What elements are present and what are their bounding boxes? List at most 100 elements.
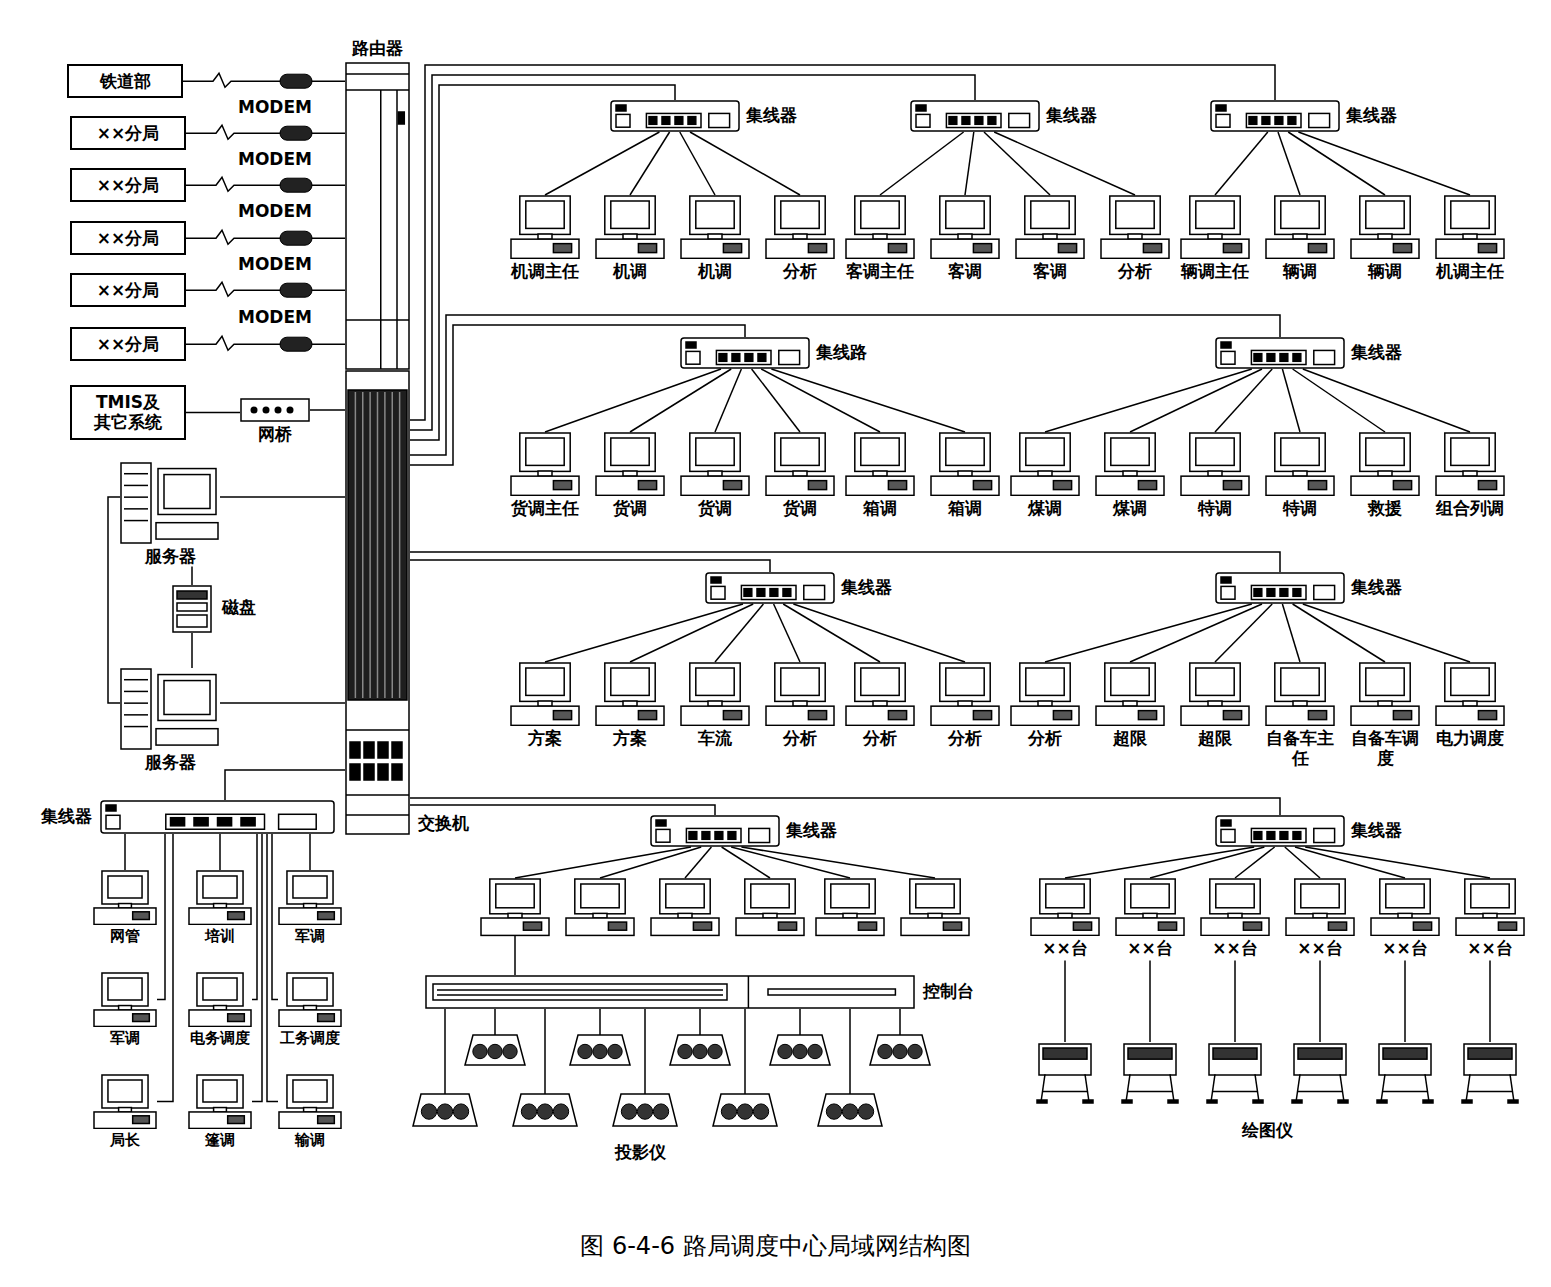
- drawing-part: [706, 573, 834, 603]
- hub-port-group: [716, 350, 771, 364]
- disk-cabinet: [173, 586, 211, 632]
- node-label: 客调: [930, 261, 1000, 281]
- device-label: MODEM: [238, 201, 312, 221]
- monitor-stand: [873, 234, 887, 239]
- computer-base: [94, 1010, 156, 1026]
- projector-lens: [721, 1104, 736, 1119]
- drawing-part: [1351, 196, 1419, 258]
- hub-port: [194, 818, 208, 826]
- pc-icon: [510, 195, 580, 259]
- drawing-part: [596, 196, 664, 258]
- keyboard: [156, 729, 218, 745]
- drive-slot: [693, 922, 711, 930]
- screen: [611, 201, 649, 228]
- bridge-port: [275, 407, 282, 414]
- node-label: 集线路: [816, 342, 867, 362]
- hub-port: [1262, 117, 1270, 125]
- drawing-part: [426, 976, 914, 1008]
- pc-icon: [1115, 878, 1185, 936]
- router-body: [346, 63, 409, 369]
- hub-body: [611, 101, 739, 131]
- pc-icon: [278, 972, 342, 1027]
- screen: [751, 884, 789, 908]
- switch-port: [350, 742, 360, 758]
- pc-node: 网管: [93, 870, 157, 945]
- pc-icon: [1015, 195, 1085, 259]
- icon-line: [1381, 1074, 1385, 1102]
- bridge-body: [241, 399, 309, 421]
- computer-base: [1286, 918, 1354, 935]
- screen: [1451, 668, 1489, 695]
- device-label: 绘图仪: [1242, 1120, 1293, 1140]
- monitor: [1190, 196, 1240, 234]
- hub-cable: [731, 847, 850, 878]
- monitor: [1380, 879, 1430, 914]
- drive-slot: [638, 711, 656, 720]
- drive-slot: [133, 1116, 150, 1124]
- bridge-port: [251, 407, 258, 414]
- monitor: [1190, 433, 1240, 471]
- hub-port: [702, 832, 710, 840]
- hub-port: [656, 829, 670, 842]
- computer-icon: [566, 879, 634, 935]
- drawing-part: [1456, 879, 1524, 935]
- pc-icon: [930, 432, 1000, 496]
- computer-base: [1436, 476, 1504, 495]
- drawing-part: [511, 663, 579, 725]
- computer-base: [481, 918, 549, 935]
- projector-lens: [553, 1104, 568, 1119]
- pc-node: 工务调度: [278, 972, 342, 1047]
- switch-body: [346, 371, 409, 834]
- drawing-part: [1216, 573, 1344, 603]
- drive-slot: [1223, 711, 1241, 720]
- projector-cable: [699, 1009, 701, 1035]
- node-label: 车流: [680, 728, 750, 748]
- hub-port: [770, 589, 778, 597]
- node-label: 集线器: [1351, 342, 1402, 362]
- disk-slot: [177, 615, 207, 627]
- hub-port: [1275, 117, 1283, 125]
- node-label: 货调主任: [510, 498, 580, 518]
- drive-slot: [523, 922, 541, 930]
- hub-port: [1309, 113, 1330, 127]
- drive-slot: [1243, 922, 1261, 930]
- drive-slot: [973, 244, 991, 253]
- projector-lens: [608, 1044, 622, 1058]
- projector-cable: [744, 1009, 746, 1094]
- icon-line: [124, 485, 148, 487]
- pc-icon: [1180, 432, 1250, 496]
- pc-icon: [1285, 878, 1355, 936]
- projector-lens: [908, 1044, 922, 1058]
- screen: [781, 438, 819, 465]
- network-cable: [1293, 604, 1385, 662]
- pc-icon: [1100, 195, 1170, 259]
- network-cable: [1282, 369, 1300, 432]
- monitor: [575, 879, 625, 914]
- projector-lens: [637, 1104, 652, 1119]
- hub-port: [1221, 829, 1235, 842]
- projector-body: [570, 1035, 630, 1065]
- hub-port-group: [686, 828, 741, 842]
- hub-port: [1267, 589, 1275, 597]
- pc-node: 货调: [680, 432, 750, 518]
- plotter-cable: [1319, 960, 1321, 1042]
- computer-icon: [651, 879, 719, 935]
- hub-led: [686, 342, 696, 348]
- pc-icon: [510, 432, 580, 496]
- pc-icon: [93, 972, 157, 1027]
- computer-base: [1016, 239, 1084, 258]
- pc-icon: [1265, 195, 1335, 259]
- projector-lens: [842, 1104, 857, 1119]
- pc-node: 方案: [595, 662, 665, 748]
- hub-port: [1280, 832, 1288, 840]
- node-label: 军调: [93, 1029, 157, 1047]
- node-label: 电力调度: [1435, 728, 1505, 748]
- drive-slot: [888, 244, 906, 253]
- icon-line: [124, 714, 148, 716]
- server-icon: [120, 668, 220, 750]
- node-label: 煤调: [1095, 498, 1165, 518]
- network-cable: [1293, 369, 1385, 432]
- pc-icon: [1180, 195, 1250, 259]
- drive-slot: [1053, 711, 1071, 720]
- hub-node: 集线器: [1215, 815, 1345, 847]
